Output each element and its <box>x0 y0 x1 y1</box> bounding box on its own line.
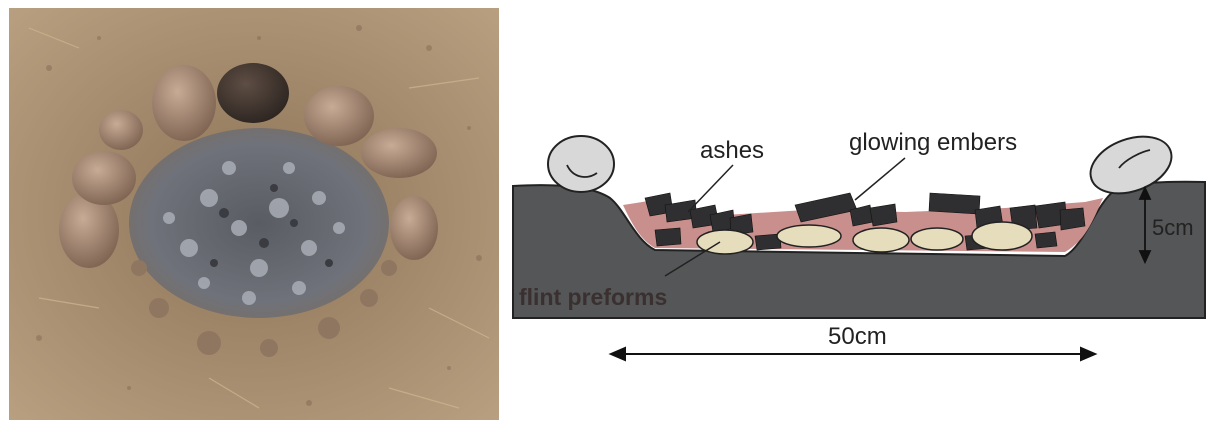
glowing-embers-label: glowing embers <box>849 129 1017 156</box>
flint-preforms-label: flint preforms <box>519 284 667 310</box>
fire-pit-cross-section: ashes glowing embers flint preforms 5cm … <box>505 0 1212 421</box>
ashes-leader <box>688 165 733 212</box>
ashes-label: ashes <box>700 137 764 164</box>
fire-pit-photo <box>9 8 499 420</box>
width-label: 50cm <box>828 323 887 350</box>
left-stone <box>548 136 614 192</box>
embers-leader <box>855 158 905 200</box>
depth-label: 5cm <box>1152 215 1194 240</box>
